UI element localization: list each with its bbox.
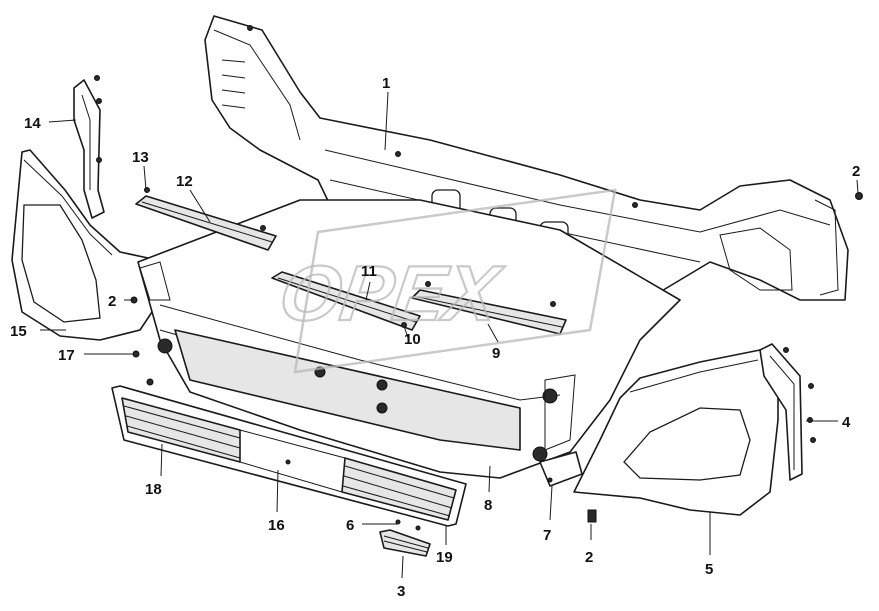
callout-19: 19 — [436, 549, 453, 566]
right-bracket — [759, 343, 816, 481]
svg-text:OPEX: OPEX — [275, 249, 509, 337]
small-grille-insert — [379, 519, 431, 557]
fasteners — [130, 192, 863, 523]
callout-2b: 2 — [108, 293, 116, 310]
callout-12: 12 — [176, 173, 193, 190]
callout-labels: 1 2 2 2 3 4 5 6 7 8 9 10 11 12 13 14 15 … — [10, 75, 860, 600]
opex-watermark: OPEX — [274, 188, 617, 374]
callout-10: 10 — [404, 331, 421, 348]
right-upper-strip — [411, 281, 567, 335]
callout-2a: 2 — [852, 163, 860, 180]
callout-11: 11 — [361, 263, 377, 280]
callout-14: 14 — [24, 115, 41, 132]
right-end-cap — [573, 349, 779, 516]
callout-3: 3 — [397, 583, 405, 600]
callout-8: 8 — [484, 497, 492, 514]
main-bumper-body — [137, 199, 681, 479]
callout-5: 5 — [705, 561, 713, 578]
callout-2c: 2 — [585, 549, 593, 566]
leader-lines — [40, 91, 859, 579]
left-upper-strip — [135, 187, 277, 251]
callout-18: 18 — [145, 481, 162, 498]
callout-15: 15 — [10, 323, 27, 340]
left-end-cap — [11, 149, 161, 341]
callout-6: 6 — [346, 517, 354, 534]
callout-7: 7 — [543, 527, 551, 544]
left-upper-bracket — [73, 75, 105, 219]
callout-4: 4 — [842, 414, 851, 431]
lower-grille — [111, 385, 467, 527]
callout-9: 9 — [492, 345, 500, 362]
callout-1: 1 — [382, 75, 390, 92]
right-lower-bracket — [539, 451, 583, 487]
callout-17: 17 — [58, 347, 75, 364]
callout-13: 13 — [132, 149, 149, 166]
callout-16: 16 — [268, 517, 285, 534]
